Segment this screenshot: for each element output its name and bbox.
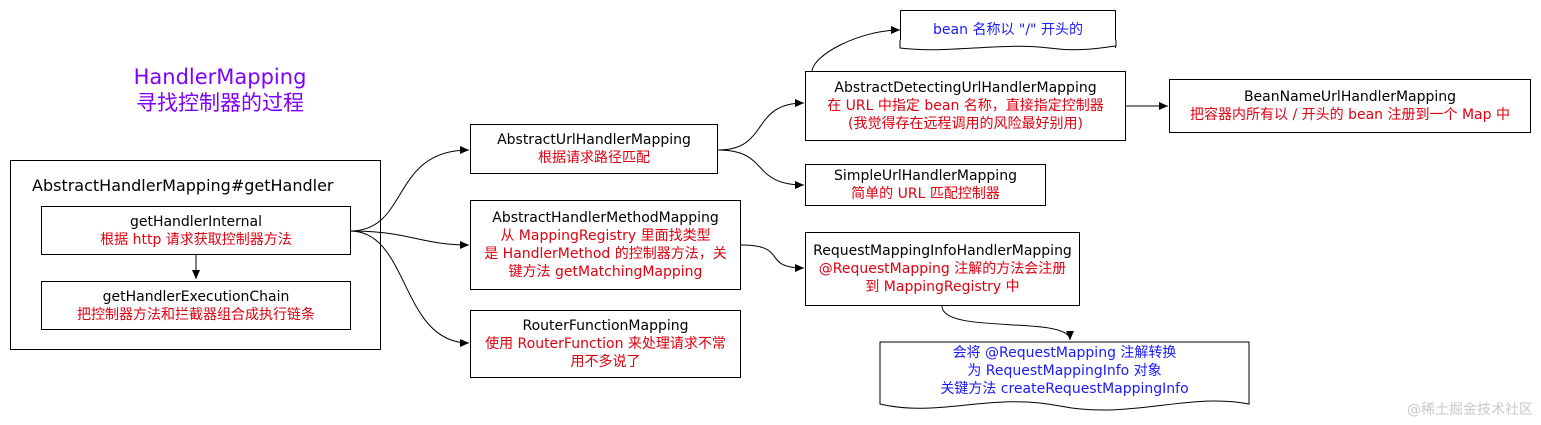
note-line-2: 为 RequestMappingInfo 对象	[967, 363, 1162, 379]
request-mapping-info-handler-mapping-node: RequestMappingInfoHandlerMapping @Reques…	[805, 232, 1080, 306]
abstract-url-handler-mapping-node: AbstractUrlHandlerMapping 根据请求路径匹配	[470, 124, 718, 174]
note-request-shape	[879, 341, 1250, 411]
node-desc-2: 用不多说了	[570, 354, 641, 370]
node-desc-1: @RequestMapping 注解的方法会注册	[818, 261, 1067, 277]
note-text: bean 名称以 "/" 开头的	[933, 21, 1083, 38]
node-desc-2: 到 MappingRegistry 中	[865, 279, 1020, 295]
note-line-3: 关键方法 createRequestMappingInfo	[940, 381, 1189, 397]
arrow-url-to-simple	[717, 149, 805, 189]
diagram-title: HandlerMapping 寻找控制器的过程	[100, 64, 340, 116]
title-line-2: 寻找控制器的过程	[136, 91, 304, 115]
note-bean-wave	[899, 40, 1117, 51]
node-desc-3: 键方法 getMatchingMapping	[508, 264, 703, 280]
node-desc-1: 在 URL 中指定 bean 名称，直接指定控制器	[827, 98, 1104, 114]
arrow-detecting-to-note	[811, 26, 901, 73]
arrow-internal-to-router	[349, 230, 470, 347]
node-name: AbstractHandlerMethodMapping	[492, 210, 719, 226]
get-handler-execution-chain-node: getHandlerExecutionChain 把控制器方法和拦截器组合成执行…	[41, 281, 351, 330]
node-desc: 把容器内所有以 / 开头的 bean 注册到一个 Map 中	[1190, 107, 1510, 123]
node-name: AbstractUrlHandlerMapping	[497, 132, 691, 148]
node-name: SimpleUrlHandlerMapping	[834, 168, 1017, 184]
arrow-internal-to-method	[349, 230, 470, 249]
note-line-1: 会将 @RequestMapping 注解转换	[952, 345, 1177, 361]
node-name: RouterFunctionMapping	[522, 318, 689, 334]
node-name: getHandlerInternal	[129, 213, 263, 230]
arrow-method-to-requestinfo	[740, 244, 805, 272]
abstract-handler-method-mapping-node: AbstractHandlerMethodMapping 从 MappingRe…	[470, 200, 741, 290]
arrow-requestinfo-to-note	[941, 305, 1074, 341]
container-label: AbstractHandlerMapping#getHandler	[32, 176, 334, 195]
bean-name-url-handler-mapping-node: BeanNameUrlHandlerMapping 把容器内所有以 / 开头的 …	[1169, 79, 1531, 133]
node-desc: 根据 http 请求获取控制器方法	[100, 231, 292, 248]
node-desc-1: 使用 RouterFunction 来处理请求不常	[485, 336, 726, 352]
node-name: RequestMappingInfoHandlerMapping	[813, 243, 1072, 259]
arrow-url-to-detecting	[717, 99, 805, 151]
abstract-detecting-url-handler-mapping-node: AbstractDetectingUrlHandlerMapping 在 URL…	[805, 71, 1126, 141]
node-desc: 根据请求路径匹配	[538, 150, 650, 166]
title-line-1: HandlerMapping	[133, 65, 307, 89]
node-name: AbstractDetectingUrlHandlerMapping	[834, 80, 1097, 96]
node-name: BeanNameUrlHandlerMapping	[1243, 89, 1457, 105]
node-name: getHandlerExecutionChain	[102, 288, 290, 305]
node-desc-2: (我觉得存在远程调用的风险最好别用)	[848, 116, 1083, 132]
arrow-internal-to-url	[349, 146, 470, 232]
node-desc-1: 从 MappingRegistry 里面找类型	[500, 228, 711, 244]
simple-url-handler-mapping-node: SimpleUrlHandlerMapping 简单的 URL 匹配控制器	[805, 164, 1046, 206]
router-function-mapping-node: RouterFunctionMapping 使用 RouterFunction …	[470, 310, 741, 378]
node-desc: 把控制器方法和拦截器组合成执行链条	[77, 306, 315, 323]
node-desc: 简单的 URL 匹配控制器	[851, 186, 1000, 202]
watermark: @稀土掘金技术社区	[1407, 402, 1533, 418]
get-handler-internal-node: getHandlerInternal 根据 http 请求获取控制器方法	[41, 206, 351, 255]
node-desc-2: 是 HandlerMethod 的控制器方法，关	[484, 246, 727, 262]
note-request-text: 会将 @RequestMapping 注解转换 为 RequestMapping…	[880, 344, 1249, 398]
abstract-handler-mapping-container	[10, 160, 381, 350]
